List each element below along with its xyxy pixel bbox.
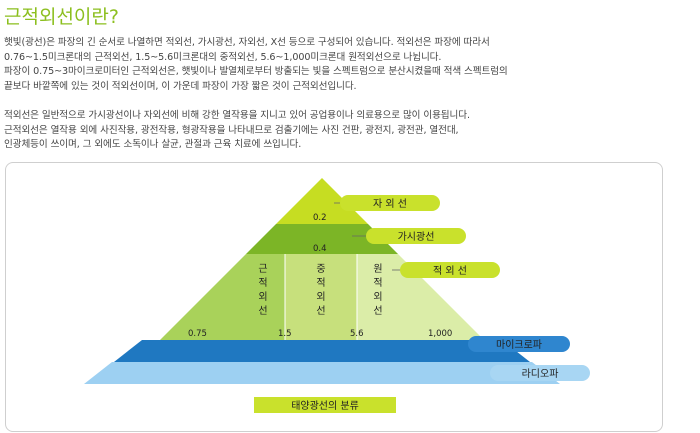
uv-label-tag: 자 외 선: [340, 195, 440, 211]
infrared-label-tag: 적 외 선: [400, 262, 500, 278]
near-ir-band-fill: [210, 254, 285, 340]
value-5-6: 5.6: [350, 329, 364, 339]
radio-band: [84, 362, 560, 384]
svg-text:외: 외: [373, 291, 382, 303]
text-line: 끝보다 바깥쪽에 있는 것이 적외선이며, 이 가운데 파장이 가장 짧은 것이…: [4, 80, 357, 92]
svg-text:외: 외: [258, 291, 267, 303]
svg-text:적 외 선: 적 외 선: [433, 265, 467, 277]
svg-text:자 외 선: 자 외 선: [373, 198, 407, 210]
svg-text:적: 적: [258, 277, 267, 289]
near-ir-band: [160, 254, 210, 340]
far-ir-column-label: 원 적 외 선: [373, 263, 382, 317]
value-1-5: 1.5: [278, 329, 292, 339]
page-title: 근적외선이란?: [4, 6, 119, 28]
text-line: 햇빛(광선)은 파장의 긴 순서로 나열하면 적외선, 가시광선, 자외선, X…: [4, 37, 490, 48]
svg-text:라디오파: 라디오파: [522, 368, 559, 380]
usage-paragraph: 적외선은 일반적으로 가시광선이나 자외선에 비해 강한 열작용을 지니고 있어…: [4, 109, 470, 153]
diagram-caption: 태양광선의 분류: [254, 397, 396, 413]
svg-text:적: 적: [373, 277, 382, 289]
text-line: 근적외선은 열작용 외에 사진작용, 광전작용, 형광작용을 나타내므로 검출기…: [4, 124, 459, 136]
text-line: 0.76~1.5미크론대의 근적외선, 1.5~5.6미크론대의 중적외선, 5…: [4, 51, 442, 63]
radio-label-tag: 라디오파: [490, 365, 590, 381]
svg-text:마이크로파: 마이크로파: [496, 339, 542, 351]
value-0-75: 0.75: [188, 329, 207, 339]
microwave-band: [114, 340, 530, 362]
visible-label-tag: 가시광선: [366, 228, 466, 244]
svg-text:선: 선: [316, 305, 325, 317]
text-line: 파장이 0.75~3마이크로미터인 근적외선은, 햇빛이나 발열체로부터 방출되…: [4, 66, 508, 78]
value-0-2: 0.2: [313, 213, 327, 223]
value-0-4: 0.4: [313, 244, 327, 254]
svg-text:가시광선: 가시광선: [398, 231, 435, 243]
mid-ir-band: [285, 254, 357, 340]
value-1000: 1,000: [428, 329, 452, 339]
svg-text:적: 적: [316, 277, 325, 289]
mid-ir-column-label: 중 적 외 선: [316, 263, 325, 317]
text-line: 적외선은 일반적으로 가시광선이나 자외선에 비해 강한 열작용을 지니고 있어…: [4, 110, 470, 121]
svg-text:중: 중: [316, 263, 325, 275]
near-ir-column-label: 근 적 외 선: [258, 264, 267, 317]
svg-text:근: 근: [258, 264, 267, 275]
svg-text:선: 선: [373, 305, 382, 317]
svg-text:선: 선: [258, 305, 267, 317]
svg-text:외: 외: [316, 291, 325, 303]
intro-paragraph: 햇빛(광선)은 파장의 긴 순서로 나열하면 적외선, 가시광선, 자외선, X…: [4, 36, 508, 94]
text-line: 인광체등이 쓰이며, 그 외에도 소독이나 살균, 관절과 근육 치료에 쓰입니…: [4, 139, 302, 151]
wavelength-values: 0.2 0.4 0.75 1.5 5.6 1,000: [188, 213, 452, 339]
svg-text:태양광선의 분류: 태양광선의 분류: [291, 400, 359, 412]
svg-text:원: 원: [373, 263, 382, 275]
microwave-label-tag: 마이크로파: [468, 336, 570, 352]
visible-band: [160, 224, 484, 254]
